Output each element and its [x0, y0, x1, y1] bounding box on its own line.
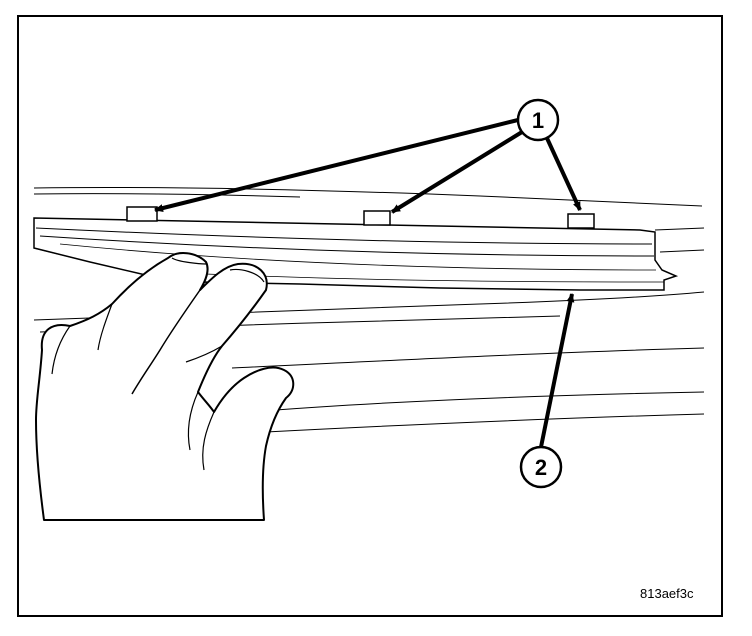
leader-1-to-right-clip [544, 135, 582, 211]
clip-right [567, 213, 595, 229]
leader-2-to-molding [538, 293, 575, 453]
clip-left [126, 206, 158, 222]
callout-2: 2 [519, 445, 563, 489]
figure-id: 813aef3c [640, 586, 694, 601]
callout-leaders [154, 118, 582, 453]
clip-middle [363, 210, 391, 226]
retaining-clips [126, 206, 595, 229]
callout-1: 1 [516, 98, 560, 142]
callout-1-label: 1 [532, 108, 544, 133]
hand-illustration [35, 252, 295, 521]
leader-1-to-left-clip [154, 118, 519, 212]
callout-2-label: 2 [535, 455, 547, 480]
leader-1-to-middle-clip [390, 130, 524, 214]
